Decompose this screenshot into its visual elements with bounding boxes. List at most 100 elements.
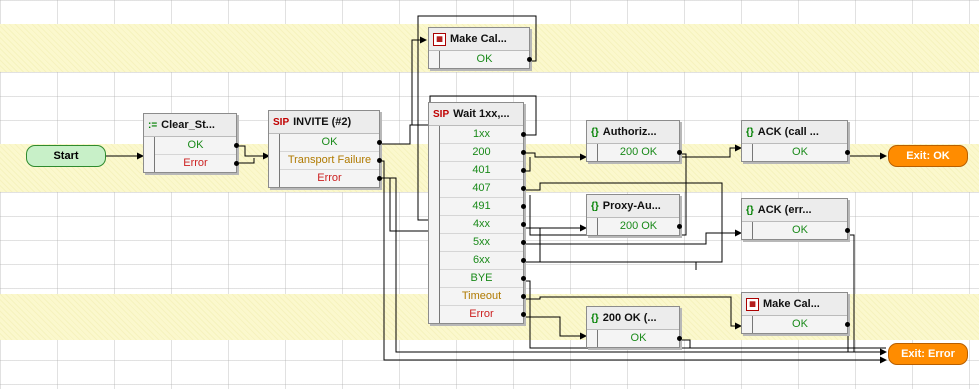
node-title-text: INVITE (#2) [293,116,352,128]
port-ok[interactable]: OK [440,51,532,68]
port-ok[interactable]: OK [753,144,850,161]
port-401[interactable]: 401 [440,162,526,180]
port-connector-icon[interactable] [521,204,526,209]
node-title: {} Proxy-Au... [587,195,679,218]
sip-icon: SIP [433,108,450,120]
port-label: Error [183,157,208,169]
node-title-text: Make Cal... [763,298,820,310]
port-label: Transport Failure [287,154,372,166]
node-invite[interactable]: SIP INVITE (#2) OK Transport Failure Err… [268,110,382,188]
script-icon: {} [746,204,754,216]
port-connector-icon[interactable] [521,150,526,155]
node-title-text: Wait 1xx,... [453,108,510,120]
port-label: OK [792,146,808,158]
script-icon: {} [591,200,599,212]
port-200-ok[interactable]: 200 OK [598,144,682,161]
port-connector-icon[interactable] [234,161,239,166]
port-connector-icon[interactable] [521,168,526,173]
exit-error-terminal[interactable]: Exit: Error [888,343,968,365]
port-label: 6xx [472,254,491,266]
port-timeout[interactable]: Timeout [440,288,526,306]
port-491[interactable]: 491 [440,198,526,216]
node-title: {} ACK (call ... [742,121,847,144]
port-connector-icon[interactable] [521,294,526,299]
node-ack-error[interactable]: {} ACK (err... OK [741,198,850,240]
port-transport-failure[interactable]: Transport Failure [280,152,382,170]
port-label: 401 [472,164,491,176]
node-title-text: 200 OK (... [602,312,657,324]
port-ok[interactable]: OK [155,137,239,155]
port-bye[interactable]: BYE [440,270,526,288]
port-6xx[interactable]: 6xx [440,252,526,270]
port-label: OK [792,318,808,330]
sip-icon-label: SIP [433,108,450,120]
port-1xx[interactable]: 1xx [440,126,526,144]
port-ok[interactable]: OK [280,134,382,152]
port-label: OK [792,224,808,236]
port-ok[interactable]: OK [598,330,682,347]
node-title: ▦ Make Cal... [429,28,529,51]
node-make-call-bottom[interactable]: ▦ Make Cal... OK [741,292,850,334]
port-4xx[interactable]: 4xx [440,216,526,234]
port-connector-icon[interactable] [521,276,526,281]
node-authorization[interactable]: {} Authoriz... 200 OK [586,120,682,162]
port-label: OK [476,53,493,65]
port-connector-icon[interactable] [677,150,682,155]
node-wait-1xx[interactable]: SIP Wait 1xx,... 1xx 200 401 407 491 4xx… [428,102,526,324]
port-error[interactable]: Error [155,155,239,172]
node-title: SIP INVITE (#2) [269,111,379,134]
port-connector-icon[interactable] [527,57,532,62]
node-title: SIP Wait 1xx,... [429,103,523,126]
node-title-text: Clear_St... [161,119,215,131]
port-connector-icon[interactable] [677,224,682,229]
node-title: {} Authoriz... [587,121,679,144]
node-title-text: Authoriz... [602,126,657,138]
port-label: 200 OK [619,220,658,232]
exit-ok-terminal[interactable]: Exit: OK [888,145,968,167]
port-label: 200 OK [619,146,658,158]
node-200-ok[interactable]: {} 200 OK (... OK [586,306,682,348]
port-connector-icon[interactable] [521,186,526,191]
port-connector-icon[interactable] [521,312,526,317]
port-label: 4xx [472,218,491,230]
port-ok[interactable]: OK [753,222,850,239]
port-connector-icon[interactable] [521,258,526,263]
node-title: := Clear_St... [144,114,236,137]
start-terminal[interactable]: Start [26,145,106,167]
port-label: 1xx [472,128,491,140]
port-connector-icon[interactable] [377,158,382,163]
script-icon: {} [591,312,599,324]
port-connector-icon[interactable] [521,240,526,245]
port-connector-icon[interactable] [677,336,682,341]
exit-ok-label: Exit: OK [906,150,950,162]
node-proxy-auth[interactable]: {} Proxy-Au... 200 OK [586,194,682,236]
port-407[interactable]: 407 [440,180,526,198]
script-icon: {} [746,126,754,138]
node-clear-state[interactable]: := Clear_St... OK Error [143,113,239,173]
port-200[interactable]: 200 [440,144,526,162]
port-label: Error [469,308,494,320]
port-error[interactable]: Error [280,170,382,187]
port-error[interactable]: Error [440,306,526,323]
port-connector-icon[interactable] [845,322,850,327]
port-connector-icon[interactable] [845,150,850,155]
port-label: Timeout [461,290,502,302]
port-label: OK [321,136,338,148]
port-label: BYE [470,272,493,284]
port-connector-icon[interactable] [521,222,526,227]
connector [522,261,697,270]
calculator-icon: ▦ [746,297,759,311]
port-connector-icon[interactable] [521,132,526,137]
port-connector-icon[interactable] [377,176,382,181]
port-connector-icon[interactable] [234,143,239,148]
port-label: 5xx [472,236,491,248]
port-connector-icon[interactable] [845,228,850,233]
port-label: OK [630,332,647,344]
node-ack-call[interactable]: {} ACK (call ... OK [741,120,850,162]
port-ok[interactable]: OK [753,316,850,333]
port-connector-icon[interactable] [377,140,382,145]
node-make-call-top[interactable]: ▦ Make Cal... OK [428,27,532,69]
port-200-ok[interactable]: 200 OK [598,218,682,235]
port-5xx[interactable]: 5xx [440,234,526,252]
